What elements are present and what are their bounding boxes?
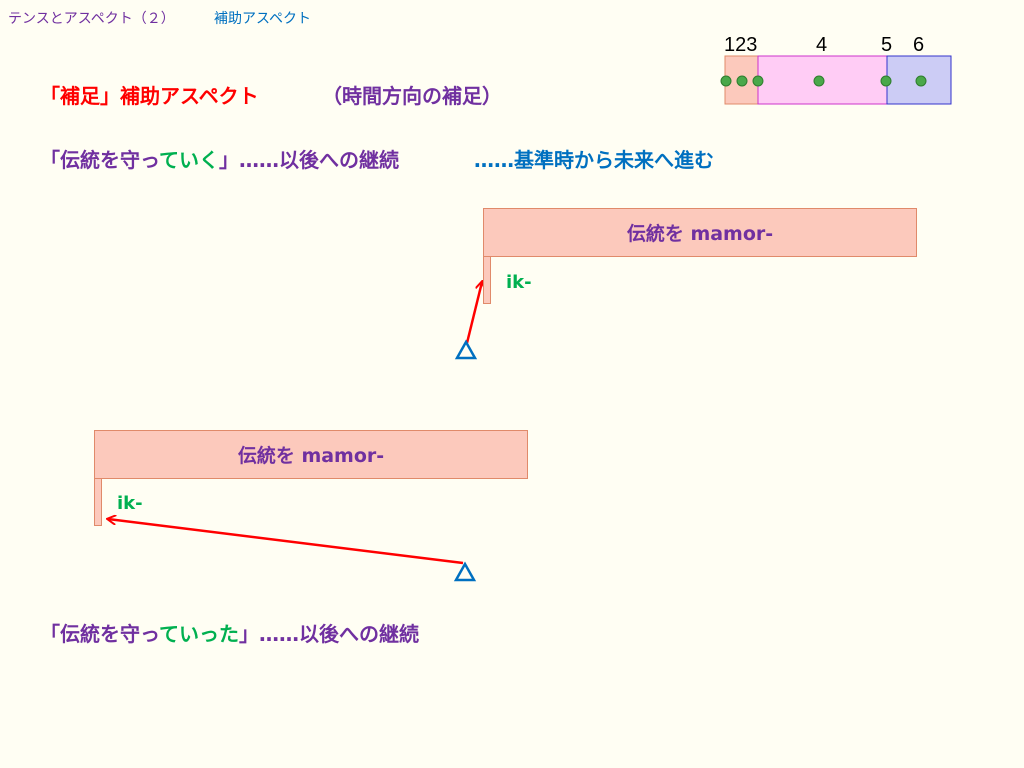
timeline-label-123: 123 — [724, 34, 758, 56]
arrow-2 — [108, 519, 464, 565]
reference-triangle-1 — [454, 339, 478, 360]
timeline-label-4: 4 — [816, 34, 828, 56]
timeline-dot-1 — [720, 75, 732, 87]
example-1-explanation: ……基準時から未来へ進む — [474, 148, 714, 172]
example-2-close: 」……以後への継続 — [239, 622, 419, 646]
example-sentence-1: 「伝統を守っていく」……以後への継続 — [40, 144, 399, 173]
example-1-open: 「伝統を守っ — [40, 148, 159, 172]
slide-subtitle: 補助アスペクト — [214, 11, 312, 27]
aux-bar-1 — [483, 256, 491, 304]
example-1-close: 」……以後への継続 — [219, 148, 399, 172]
main-verb-label-2: 伝統を mamor- — [237, 445, 385, 467]
slide-title: テンスとアスペクト（２） — [8, 11, 175, 27]
example-2-open: 「伝統を守っ — [40, 622, 159, 646]
section-heading: 「補足」補助アスペクト — [40, 84, 259, 108]
timeline-dot-5 — [880, 75, 892, 87]
timeline-label-5: 5 — [881, 34, 893, 56]
example-2-aux: ていった — [159, 622, 239, 646]
example-1-aux: ていく — [159, 148, 219, 172]
timeline-label-6: 6 — [913, 34, 925, 56]
timeline-dot-4 — [813, 75, 825, 87]
aux-bar-2 — [94, 478, 102, 526]
main-verb-label-1: 伝統を mamor- — [626, 223, 774, 245]
reference-triangle-2 — [453, 561, 477, 582]
section-heading-note: （時間方向の補足） — [322, 84, 502, 108]
timeline-dot-2 — [736, 75, 748, 87]
main-verb-bar-2: 伝統を mamor- — [94, 430, 528, 479]
timeline-dot-6 — [915, 75, 927, 87]
arrow-1 — [465, 282, 482, 344]
main-verb-bar-1: 伝統を mamor- — [483, 208, 917, 257]
aux-label-1: ik- — [506, 272, 532, 293]
example-sentence-2: 「伝統を守っていった」……以後への継続 — [40, 618, 419, 647]
aux-label-2: ik- — [117, 493, 143, 514]
timeline-dot-3 — [752, 75, 764, 87]
